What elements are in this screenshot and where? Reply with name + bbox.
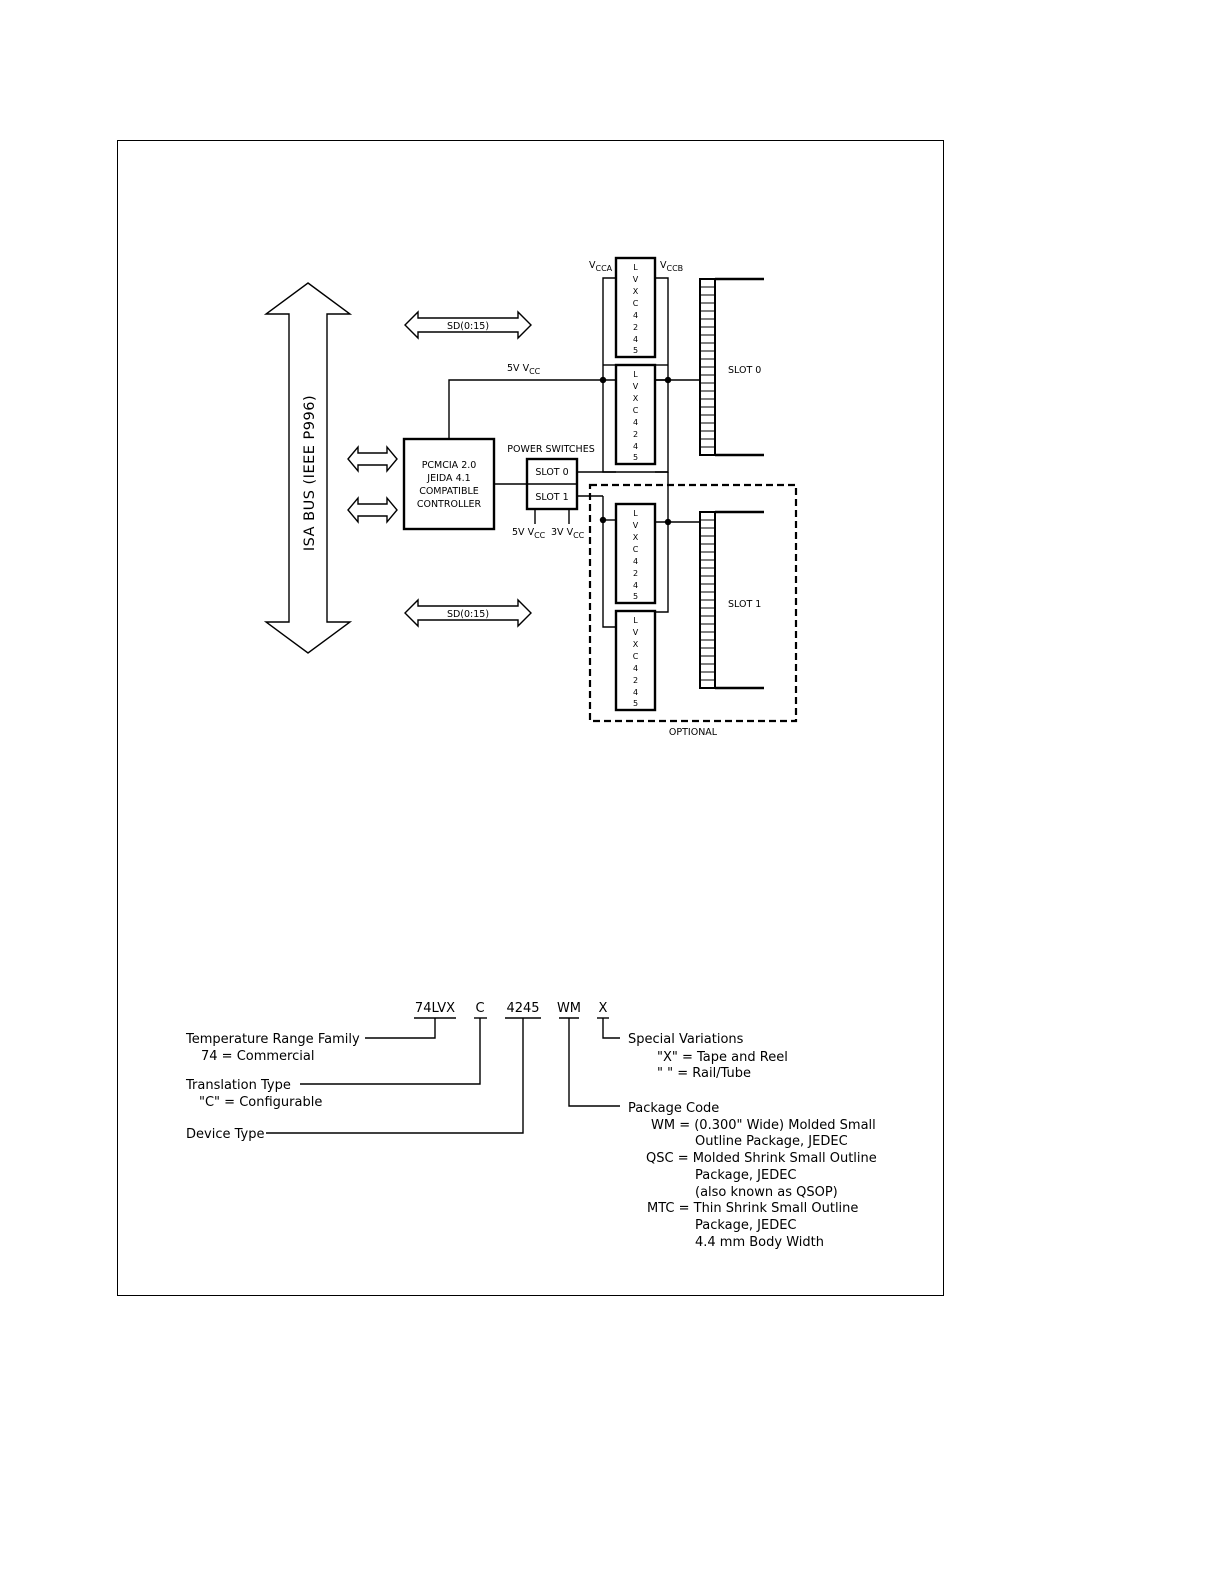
svg-text:L: L <box>633 370 638 379</box>
svg-text:C: C <box>633 545 639 554</box>
svg-text:4: 4 <box>633 311 638 320</box>
svg-text:L: L <box>633 509 638 518</box>
svg-text:V: V <box>633 628 639 637</box>
svg-text:L: L <box>633 616 638 625</box>
temp-range-title: Temperature Range Family <box>185 1032 360 1047</box>
card-slot1-label: SLOT 1 <box>728 599 761 610</box>
controller-line-1: PCMCIA 2.0 <box>422 460 477 471</box>
svg-text:4: 4 <box>633 418 638 427</box>
svg-text:4: 4 <box>633 688 638 697</box>
lvxc4245-chip-1: L V X C 4 2 4 5 <box>614 256 657 359</box>
package-line-5: (also known as QSOP) <box>695 1185 838 1200</box>
svg-text:5: 5 <box>633 346 638 355</box>
power-switch-block: SLOT 0 SLOT 1 <box>525 457 579 511</box>
temp-range-value: 74 = Commercial <box>201 1049 314 1064</box>
lvxc4245-chip-4: L V X C 4 2 4 5 <box>614 609 657 712</box>
package-line-1: WM = (0.300" Wide) Molded Small <box>651 1118 876 1133</box>
power-switch-slot0-label: SLOT 0 <box>535 467 568 478</box>
package-line-6: MTC = Thin Shrink Small Outline <box>647 1201 858 1216</box>
svg-text:5: 5 <box>633 699 638 708</box>
svg-text:4: 4 <box>633 557 638 566</box>
svg-text:L: L <box>633 263 638 272</box>
translation-type-title: Translation Type <box>185 1078 291 1093</box>
figure-frame <box>117 140 944 1296</box>
card-slot0-label: SLOT 0 <box>728 365 761 376</box>
power-switch-slot1-label: SLOT 1 <box>535 492 568 503</box>
svg-text:V: V <box>633 275 639 284</box>
svg-text:C: C <box>633 406 639 415</box>
svg-text:5: 5 <box>633 592 638 601</box>
svg-text:4: 4 <box>633 335 638 344</box>
svg-text:X: X <box>633 640 639 649</box>
svg-text:2: 2 <box>633 430 638 439</box>
svg-text:X: X <box>633 394 639 403</box>
package-line-3: QSC = Molded Shrink Small Outline <box>646 1151 877 1166</box>
part-prefix: 74LVX <box>415 1001 455 1016</box>
controller-line-4: CONTROLLER <box>417 499 482 510</box>
part-translation: C <box>475 1001 484 1016</box>
svg-text:4: 4 <box>633 664 638 673</box>
package-code-title: Package Code <box>628 1101 719 1116</box>
pcmcia-controller-block: PCMCIA 2.0 JEIDA 4.1 COMPATIBLE CONTROLL… <box>402 437 496 531</box>
controller-bus-arrow-2 <box>347 496 398 524</box>
part-special: X <box>599 1001 608 1016</box>
translation-type-value: "C" = Configurable <box>199 1095 322 1110</box>
optional-label: OPTIONAL <box>669 727 718 738</box>
vcc-5v-top-label: 5V VCC <box>507 363 541 376</box>
svg-text:4: 4 <box>633 442 638 451</box>
svg-text:V: V <box>633 382 639 391</box>
lvxc4245-chip-2: L V X C 4 2 4 5 <box>614 363 657 466</box>
controller-line-2: JEIDA 4.1 <box>426 473 470 484</box>
svg-text:5: 5 <box>633 453 638 462</box>
vcca-label: VCCA <box>589 260 613 273</box>
controller-line-3: COMPATIBLE <box>419 486 479 497</box>
vccb-label: VCCB <box>660 260 683 273</box>
card-connector-slot1: SLOT 1 <box>699 510 764 690</box>
package-line-4: Package, JEDEC <box>695 1168 797 1183</box>
special-variation-2: " " = Rail/Tube <box>657 1066 751 1081</box>
svg-text:X: X <box>633 533 639 542</box>
device-type-label: Device Type <box>186 1127 264 1142</box>
controller-bus-arrow-1 <box>347 445 398 473</box>
svg-text:4: 4 <box>633 581 638 590</box>
svg-text:2: 2 <box>633 569 638 578</box>
package-line-2: Outline Package, JEDEC <box>695 1134 848 1149</box>
lvxc4245-chip-3: L V X C 4 2 4 5 <box>614 502 657 605</box>
svg-text:V: V <box>633 521 639 530</box>
sd-bus-label-top: SD(0:15) <box>447 321 489 332</box>
vcc-3v-bottom-label: 3V VCC <box>551 527 585 540</box>
vcc-5v-bottom-label: 5V VCC <box>512 527 546 540</box>
optional-region <box>588 483 798 723</box>
svg-text:X: X <box>633 287 639 296</box>
package-line-7: Package, JEDEC <box>695 1218 797 1233</box>
svg-text:2: 2 <box>633 323 638 332</box>
vcc-5v-wire <box>448 379 668 439</box>
special-variations-title: Special Variations <box>628 1032 744 1047</box>
isa-bus-label: ISA BUS (IEEE P996) <box>302 395 318 551</box>
svg-text:C: C <box>633 652 639 661</box>
isa-bus-arrow: ISA BUS (IEEE P996) <box>263 282 353 654</box>
sd-bus-arrow-top: SD(0:15) <box>404 310 532 340</box>
card-connector-slot0: SLOT 0 <box>699 277 764 457</box>
svg-text:2: 2 <box>633 676 638 685</box>
svg-text:C: C <box>633 299 639 308</box>
package-line-8: 4.4 mm Body Width <box>695 1235 824 1250</box>
part-device: 4245 <box>506 1001 539 1016</box>
special-variation-1: "X" = Tape and Reel <box>657 1050 788 1065</box>
ordering-code: 74LVX C 4245 WM X Temperature Range Fami… <box>185 1001 877 1250</box>
sd-bus-arrow-bottom: SD(0:15) <box>404 598 532 628</box>
power-switches-label: POWER SWITCHES <box>507 444 595 455</box>
part-package: WM <box>557 1001 581 1016</box>
sd-bus-label-bottom: SD(0:15) <box>447 609 489 620</box>
